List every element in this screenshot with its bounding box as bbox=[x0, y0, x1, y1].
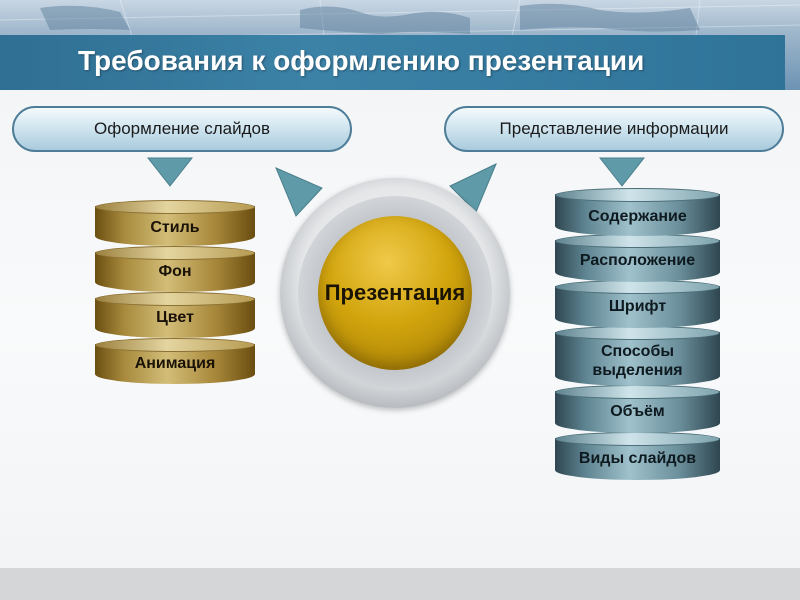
diagonal-arrow-left bbox=[275, 167, 323, 217]
cylinder-label: Способы выделения bbox=[592, 342, 683, 379]
cylinder-segment: Шрифт bbox=[555, 280, 720, 334]
title-band bbox=[0, 35, 785, 90]
page-title: Требования к оформлению презентации bbox=[78, 45, 645, 76]
right-category-header: Представление информации bbox=[444, 106, 784, 152]
cylinder-segment: Анимация bbox=[95, 338, 255, 390]
diagonal-arrow-right bbox=[449, 162, 497, 213]
cylinder-segment: Фон bbox=[95, 246, 255, 298]
cylinder-segment: Стиль bbox=[95, 200, 255, 252]
left-category-header: Оформление слайдов bbox=[12, 106, 352, 152]
center-label: Презентация bbox=[324, 280, 466, 305]
cylinder-label: Виды слайдов bbox=[578, 450, 697, 468]
down-arrow-left bbox=[146, 157, 194, 187]
cylinder-segment: Виды слайдов bbox=[555, 432, 720, 486]
cylinder-label: Содержание bbox=[588, 208, 687, 226]
cylinder-label: Фон bbox=[158, 263, 192, 281]
cylinder-label: Шрифт bbox=[608, 298, 667, 316]
cylinder-segment: Объём bbox=[555, 385, 720, 439]
cylinder-segment: Способы выделения bbox=[555, 326, 720, 392]
cylinder-label: Стиль bbox=[150, 219, 200, 237]
cylinder-segment: Содержание bbox=[555, 188, 720, 242]
center-core bbox=[318, 216, 472, 370]
cylinder-segment: Цвет bbox=[95, 292, 255, 344]
cylinder-label: Анимация bbox=[134, 355, 216, 373]
down-arrow-right bbox=[598, 157, 646, 187]
header-banner: Требования к оформлению презентации bbox=[0, 0, 800, 90]
cylinder-label: Цвет bbox=[156, 309, 194, 327]
cylinder-label: Расположение bbox=[579, 252, 696, 270]
cylinder-label: Объём bbox=[610, 403, 665, 421]
cylinder-segment: Расположение bbox=[555, 234, 720, 288]
footer-bar bbox=[0, 568, 800, 600]
